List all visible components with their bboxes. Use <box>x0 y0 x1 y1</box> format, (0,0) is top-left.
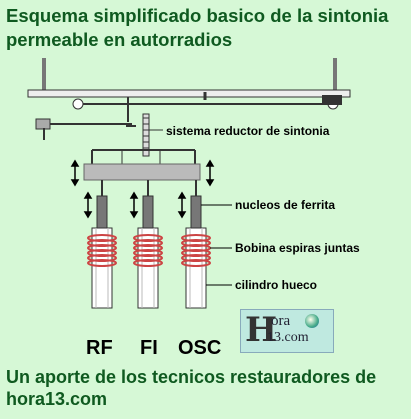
coil-osc <box>181 180 211 309</box>
coil-label-fi: FI <box>140 337 158 359</box>
coil-label-osc: OSC <box>178 337 222 359</box>
reduction-gear <box>126 113 163 157</box>
coil-rf <box>87 180 117 309</box>
label-cilindro: cilindro hueco <box>235 278 318 292</box>
logo-letter: H <box>245 310 278 350</box>
core-bracket <box>83 149 201 181</box>
globe-icon <box>305 314 319 328</box>
logo-line1: ora <box>271 313 291 329</box>
coil-label-rf: RF <box>86 337 113 359</box>
logo-line2: 13.com <box>267 330 309 345</box>
label-nucleos: nucleos de ferrita <box>235 198 336 212</box>
hora13-logo: H ora 13.com <box>240 309 334 353</box>
footer-credit: Un aporte de los tecnicos restauradores … <box>6 367 377 409</box>
label-reductor: sistema reductor de sintonia <box>166 124 330 138</box>
movement-arrows <box>70 159 215 219</box>
tuning-shaft-assembly <box>27 58 351 140</box>
page-title: Esquema simplificado basico de la sinton… <box>6 5 389 50</box>
label-bobina: Bobina espiras juntas <box>235 241 360 255</box>
leader-lines <box>201 204 232 286</box>
coil-fi <box>133 180 163 309</box>
